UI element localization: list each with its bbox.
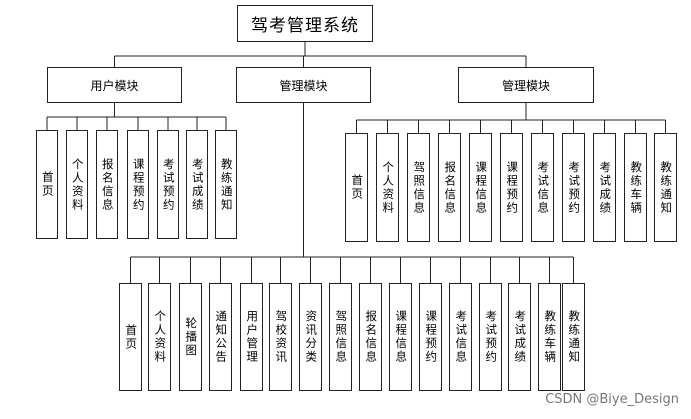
module-3-item-3: 驾照信息 xyxy=(407,133,430,242)
module-1-box: 用户模块 xyxy=(47,67,182,103)
module-3-item-4: 报名信息 xyxy=(438,133,461,242)
module-2-item-7: 资讯分类 xyxy=(299,283,322,391)
module-3-item-9: 考试成绩 xyxy=(593,133,616,242)
module-3-box: 管理模块 xyxy=(458,67,594,103)
module-2-item-13: 考试预约 xyxy=(479,283,502,391)
module-1-item-4: 课程预约 xyxy=(127,130,149,239)
module-3-item-7: 考试信息 xyxy=(531,133,554,242)
module-2-item-4: 通知公告 xyxy=(209,283,232,391)
module-2-box: 管理模块 xyxy=(236,67,371,103)
module-3-item-2: 个人资料 xyxy=(376,133,399,242)
module-2-item-2: 个人资料 xyxy=(148,283,171,391)
module-1-item-6: 考试成绩 xyxy=(186,130,208,239)
system-title: 驾考管理系统 xyxy=(237,5,373,42)
module-2-item-15: 教练车辆 xyxy=(538,283,561,391)
module-2-item-5: 用户管理 xyxy=(240,283,263,391)
module-1-item-2: 个人资料 xyxy=(66,130,88,239)
module-2-item-9: 报名信息 xyxy=(359,283,382,391)
module-2-item-10: 课程信息 xyxy=(389,283,412,391)
module-1-item-3: 报名信息 xyxy=(96,130,118,239)
module-2-item-1: 首页 xyxy=(119,283,142,391)
module-3-item-8: 考试预约 xyxy=(562,133,585,242)
module-1-item-1: 首页 xyxy=(36,130,58,239)
module-3-item-10: 教练车辆 xyxy=(624,133,647,242)
module-2-item-12: 考试信息 xyxy=(449,283,472,391)
module-2-item-8: 驾照信息 xyxy=(329,283,352,391)
module-3-item-11: 教练通知 xyxy=(654,133,677,242)
module-2-item-16: 教练通知 xyxy=(562,283,585,391)
module-1-item-5: 考试预约 xyxy=(157,130,179,239)
module-1-item-7: 教练通知 xyxy=(215,130,237,239)
module-3-item-1: 首页 xyxy=(345,133,368,242)
module-3-item-5: 课程信息 xyxy=(469,133,492,242)
module-2-item-6: 驾校资讯 xyxy=(269,283,292,391)
module-3-item-6: 课程预约 xyxy=(500,133,523,242)
watermark: CSDN @Biye_Design xyxy=(545,392,679,407)
module-2-item-14: 考试成绩 xyxy=(508,283,531,391)
module-2-item-3: 轮播图 xyxy=(179,283,202,391)
module-2-item-11: 课程预约 xyxy=(419,283,442,391)
